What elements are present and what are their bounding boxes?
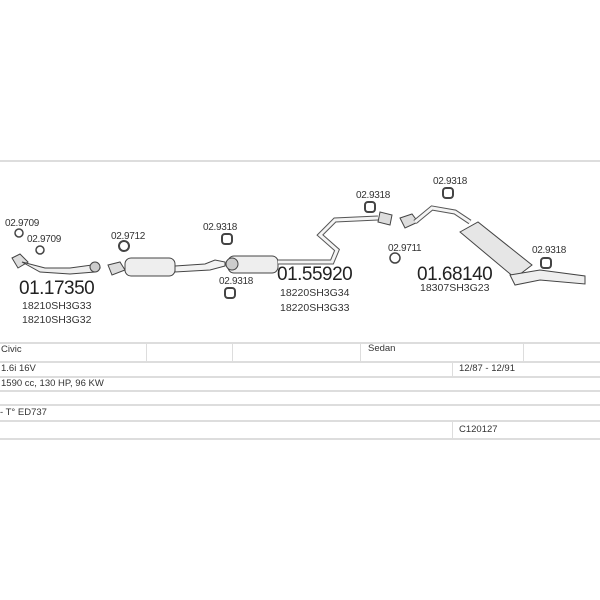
table-line — [146, 343, 147, 361]
table-line — [452, 421, 453, 438]
table-line — [0, 376, 600, 378]
vehicle-engine: 1.6i 16V — [1, 363, 36, 374]
table-line — [0, 404, 600, 406]
oem-number: 18210SH3G32 — [22, 314, 92, 326]
accessory-label: 02.9318 — [356, 190, 391, 201]
intermediate-pipe-part — [278, 211, 393, 265]
vehicle-body: Sedan — [368, 343, 396, 354]
table-line — [0, 390, 600, 392]
vehicle-years: 12/87 - 12/91 — [459, 363, 515, 374]
oem-number: 18210SH3G33 — [22, 300, 92, 312]
type-approval: - T° ED737 — [0, 407, 47, 418]
vehicle-specs: 1590 cc, 130 HP, 96 KW — [1, 378, 104, 389]
oem-number: 18220SH3G33 — [280, 302, 350, 314]
gasket-icon — [118, 240, 130, 252]
hanger-icon — [442, 187, 454, 199]
table-line — [523, 343, 524, 361]
exhaust-system-drawing — [11, 187, 586, 299]
catalog-code: C120127 — [459, 424, 498, 435]
accessory-label: 02.9712 — [111, 231, 146, 242]
accessory-label: 02.9709 — [5, 218, 40, 229]
table-line — [452, 362, 453, 376]
table-line — [0, 361, 600, 363]
hanger-icon — [364, 201, 376, 213]
divider — [0, 160, 600, 162]
oem-number: 18307SH3G23 — [420, 282, 490, 294]
accessory-label: 02.9709 — [27, 234, 62, 245]
part-number[interactable]: 01.68140 — [417, 264, 493, 285]
accessory-label: 02.9318 — [433, 176, 468, 187]
vehicle-model: Civic — [1, 344, 22, 355]
hanger-icon — [540, 257, 552, 269]
part-number[interactable]: 01.17350 — [19, 278, 95, 299]
part-number[interactable]: 01.55920 — [277, 264, 353, 285]
table-line — [0, 342, 600, 344]
accessory-label: 02.9318 — [219, 276, 254, 287]
center-pipe-part — [107, 255, 279, 277]
table-line — [0, 420, 600, 422]
gasket-icon — [389, 252, 401, 264]
table-line — [0, 438, 600, 440]
accessory-label: 02.9318 — [203, 222, 238, 233]
rear-muffler-part — [399, 205, 586, 286]
gasket-icon — [35, 245, 45, 255]
gasket-icon — [14, 228, 24, 238]
hanger-icon — [224, 287, 236, 299]
table-line — [360, 343, 361, 361]
accessory-label: 02.9711 — [388, 243, 422, 254]
oem-number: 18220SH3G34 — [280, 287, 350, 299]
table-line — [232, 343, 233, 361]
accessory-label: 02.9318 — [532, 245, 567, 256]
front-pipe-part — [11, 253, 101, 275]
hanger-icon — [221, 233, 233, 245]
